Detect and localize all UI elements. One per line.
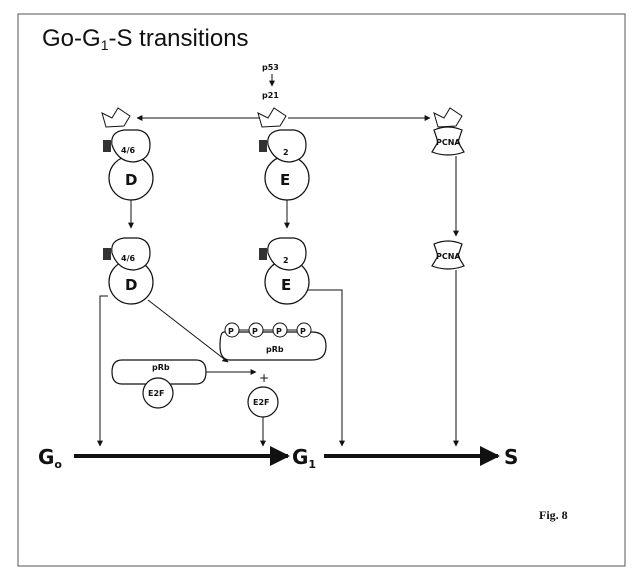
e2f-bound-label: E2F [148,389,165,398]
svg-text:4/6: 4/6 [121,254,135,263]
figure-label: Fig. 8 [539,508,568,522]
free-e2f: E2F [248,387,278,417]
g1-label: G1 [292,445,316,471]
prb-phospho-label: pRb [266,345,284,354]
svg-text:2: 2 [283,256,289,265]
cyclin-e-cdk2-complex-active: 2 E [259,238,309,304]
prb-e2f-complex: pRb E2F [112,360,206,408]
svg-text:PCNA: PCNA [436,252,461,261]
svg-text:4/6: 4/6 [121,146,135,155]
svg-text:E: E [280,171,290,189]
p53-label: p53 [262,63,279,72]
svg-text:E: E [281,276,291,294]
cycd-phosphorylates-prb-arrow [148,300,228,362]
svg-text:E2F: E2F [253,398,270,407]
svg-text:PCNA: PCNA [436,138,461,147]
p21-inhibitor-pcna-icon [434,108,462,127]
cyce-to-g1-arrow [308,290,342,446]
pcna-inhibited: PCNA [432,127,464,155]
phospho-1: P [228,327,234,336]
plus-sign: + [259,371,269,385]
cycd-to-g0-arrow [100,296,108,446]
p21-inhibitor-d-icon [102,108,130,127]
phosphorylated-prb: P P P P pRb [220,323,326,360]
s-phase-label: S [504,445,518,469]
phospho-4: P [300,327,306,336]
g0-label: Go [38,445,62,471]
prb-label: pRb [152,363,170,372]
svg-text:D: D [125,171,137,189]
phospho-3: P [276,327,282,336]
cyclin-d-cdk46-complex-inhibited: 4/6 D [103,130,153,200]
diagram-title: Go-G1-S transitions [42,25,249,53]
cyclin-e-cdk2-complex-inhibited: 2 E [259,130,309,200]
pcna-active: PCNA [432,241,464,269]
cyclin-d-cdk46-complex-active: 4/6 D [103,238,153,304]
p21-inhibitor-e-icon [258,108,286,127]
phospho-2: P [252,327,258,336]
svg-text:2: 2 [283,148,289,157]
p21-label: p21 [262,91,279,100]
svg-text:D: D [125,276,137,294]
